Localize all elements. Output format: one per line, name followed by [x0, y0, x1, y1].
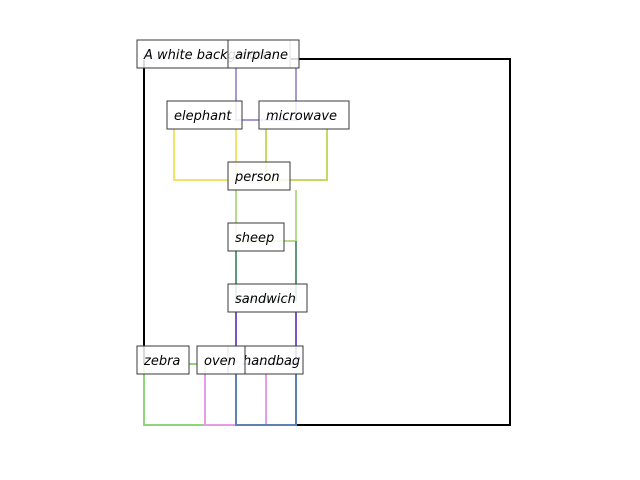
node-label: microwave	[266, 109, 337, 124]
node-oven: oven	[196, 345, 246, 375]
edge-microwave-person	[265, 129, 328, 181]
node-sheep: sheep	[227, 222, 285, 252]
node-microwave: microwave	[258, 100, 350, 130]
node-person: person	[227, 161, 291, 191]
node-sandwich: sandwich	[227, 283, 308, 313]
node-zebra: zebra	[136, 345, 190, 375]
node-airplane: airplane	[227, 39, 300, 69]
node-label: person	[234, 170, 280, 185]
node-elephant: elephant	[166, 100, 243, 130]
node-label: airplane	[235, 48, 288, 63]
node-label: sandwich	[235, 292, 296, 307]
node-label: sheep	[235, 231, 274, 246]
node-layer: A white backgroun airplane elephant micr…	[136, 39, 350, 375]
edge-handbag-loop	[235, 374, 297, 426]
node-label: handbag	[243, 354, 300, 369]
node-label: elephant	[174, 109, 232, 124]
node-label: oven	[204, 354, 236, 369]
diagram-frame	[143, 58, 511, 426]
node-label: zebra	[143, 354, 180, 369]
edge-elephant-person	[173, 129, 237, 181]
